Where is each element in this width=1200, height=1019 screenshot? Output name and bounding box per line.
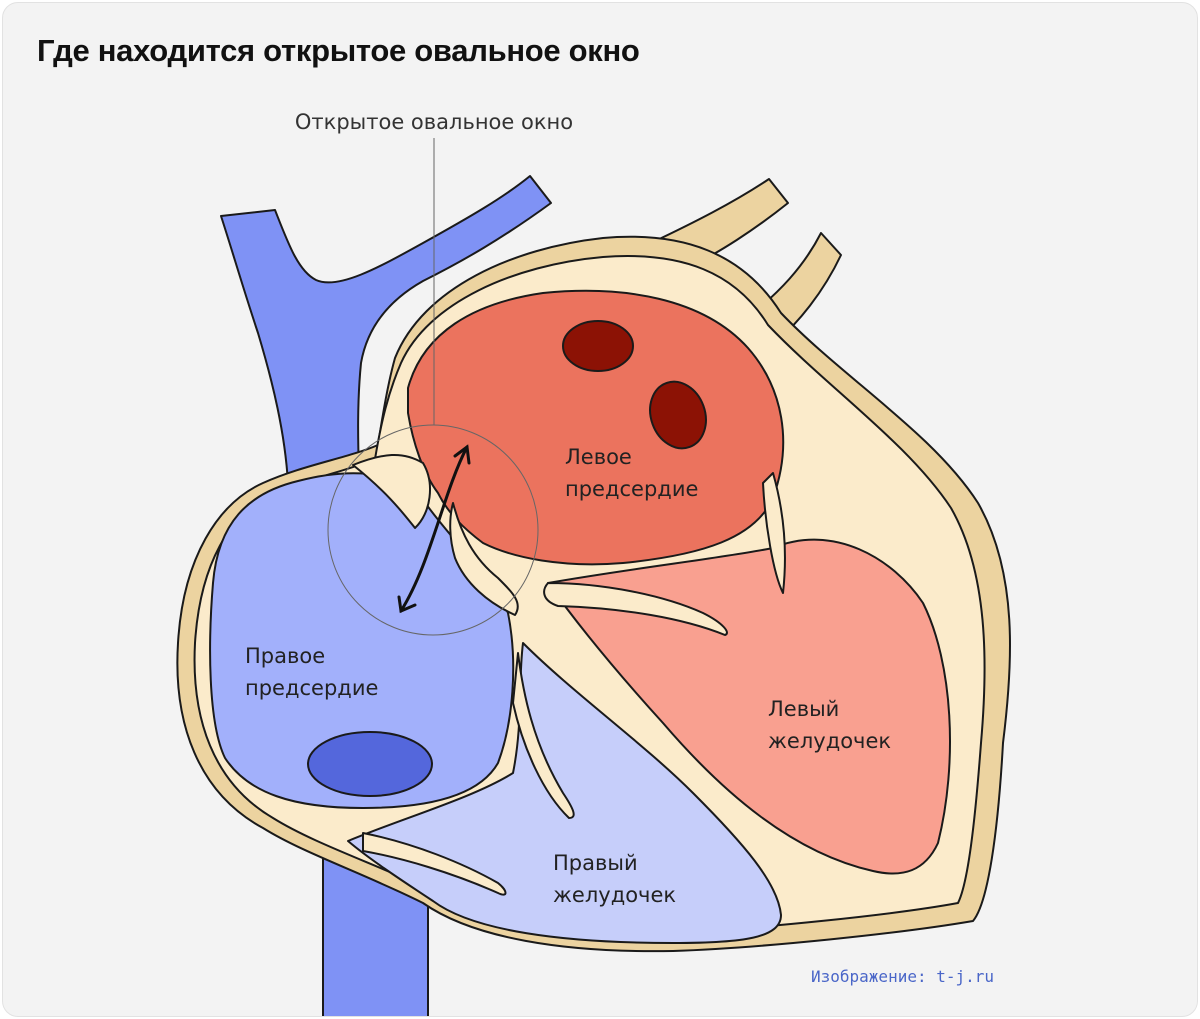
mitral-leaflet-a	[543, 582, 728, 636]
heart-diagram: Открытое овальное окно Левое предсердие …	[176, 110, 1012, 1016]
left-ventricle	[547, 538, 951, 875]
septum-secundum-flap	[449, 502, 519, 616]
tricuspid-leaflet-a	[512, 652, 575, 819]
pulmonary-vein-opening-1	[562, 320, 634, 372]
image-credit: Изображение: t-j.ru	[811, 967, 994, 986]
mitral-leaflet-b	[762, 472, 786, 594]
superior-vena-cava	[220, 175, 552, 484]
page-title: Где находится открытое овальное окно	[37, 33, 640, 68]
callout-label: Открытое овальное окно	[295, 110, 573, 134]
tricuspid-leaflet-b	[362, 832, 507, 896]
inferior-vena-cava-opening	[307, 731, 433, 797]
foramen-ovale-highlight	[327, 424, 539, 636]
pulmonary-vein-opening-2	[649, 380, 707, 450]
septum-primum-flap	[352, 453, 431, 529]
right-atrium-label: Правое предсердие	[245, 644, 378, 700]
left-atrium-label: Левое предсердие	[565, 445, 698, 501]
shunt-arrow	[397, 444, 471, 614]
right-ventricle-label: Правый желудочек	[553, 851, 676, 907]
left-ventricle-label: Левый желудочек	[768, 697, 891, 753]
right-atrium	[209, 472, 515, 809]
